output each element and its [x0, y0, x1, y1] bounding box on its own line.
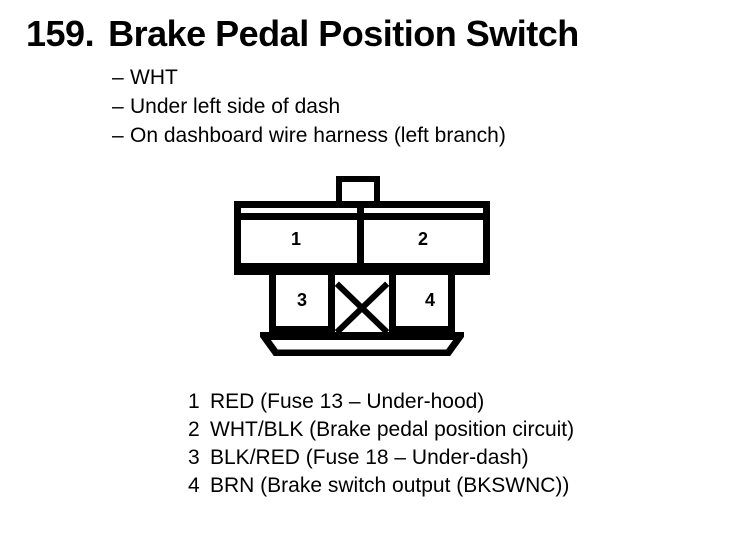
legend-pin-description: BLK/RED (Fuse 18 – Under-dash): [210, 446, 529, 469]
upper-body-right-edge: [483, 201, 490, 275]
legend-row: 4 BRN (Brake switch output (BKSWNC)): [188, 472, 574, 500]
legend-pin-number: 4: [188, 474, 200, 497]
skirt-shape-icon: [260, 332, 464, 356]
list-item: – WHT: [112, 63, 506, 92]
legend-pin-number: 3: [188, 446, 200, 469]
pin-number-3: 3: [296, 290, 307, 310]
upper-body-top-edge: [234, 201, 490, 208]
upper-body-left-edge: [234, 201, 241, 275]
latch-tab-left-edge: [336, 176, 342, 204]
list-item-label: On dashboard wire harness (left branch): [130, 124, 506, 147]
dash-bullet-icon: –: [112, 124, 124, 147]
connector-skirt: [260, 332, 464, 356]
description-list: – WHT – Under left side of dash – On das…: [112, 63, 506, 150]
lower-body-rail-left: [269, 326, 335, 332]
legend-row: 1 RED (Fuse 13 – Under-hood): [188, 388, 574, 416]
legend-row: 2 WHT/BLK (Brake pedal position circuit): [188, 416, 574, 444]
dash-bullet-icon: –: [112, 66, 124, 89]
page-title-number: 159.: [26, 13, 95, 54]
latch-tab-top-edge: [336, 176, 380, 182]
lower-body-divider-left: [328, 275, 335, 333]
dash-bullet-icon: –: [112, 95, 124, 118]
legend-pin-number: 1: [188, 390, 200, 413]
lower-body-left-edge: [269, 275, 276, 333]
pin-number-4: 4: [424, 290, 435, 310]
list-item-label: Under left side of dash: [130, 95, 341, 118]
list-item-label: WHT: [130, 66, 178, 89]
list-item: – On dashboard wire harness (left branch…: [112, 121, 506, 150]
lower-body-rail-right: [389, 326, 455, 332]
blank-cavity-x-icon: [332, 276, 392, 334]
legend-pin-number: 2: [188, 418, 200, 441]
legend-pin-description: WHT/BLK (Brake pedal position circuit): [210, 418, 575, 441]
page-title-text: Brake Pedal Position Switch: [108, 13, 579, 54]
pin-number-2: 2: [417, 229, 428, 249]
lower-body-right-edge: [448, 275, 455, 333]
page-title: 159. Brake Pedal Position Switch: [26, 13, 579, 55]
pin-legend: 1 RED (Fuse 13 – Under-hood) 2 WHT/BLK (…: [188, 388, 574, 500]
latch-tab-right-edge: [374, 176, 380, 204]
legend-pin-description: BRN (Brake switch output (BKSWNC)): [210, 474, 570, 497]
list-item: – Under left side of dash: [112, 92, 506, 121]
upper-body-bottom-rail: [234, 263, 490, 270]
legend-pin-description: RED (Fuse 13 – Under-hood): [210, 390, 485, 413]
pin-number-1: 1: [290, 229, 301, 249]
connector-diagram: 1 2 3 4: [232, 168, 494, 358]
lower-body-divider-right: [389, 275, 396, 333]
legend-row: 3 BLK/RED (Fuse 18 – Under-dash): [188, 444, 574, 472]
upper-body-bottom-edge: [234, 268, 490, 275]
upper-body-pin-divider: [357, 208, 364, 270]
